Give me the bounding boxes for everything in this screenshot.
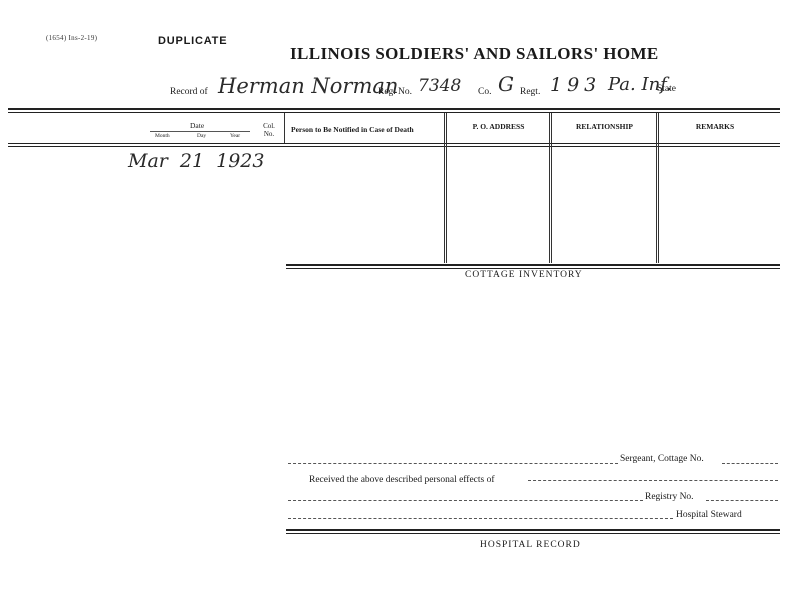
sergeant-label: Sergeant, Cottage No. — [620, 454, 704, 464]
co-value: G — [498, 72, 514, 96]
registry-value-line — [706, 500, 778, 501]
date-divider — [150, 131, 250, 132]
top-rule — [8, 108, 780, 110]
hospital-rule-thin — [286, 533, 780, 534]
registry-label: Registry No. — [645, 492, 694, 502]
header-rule-thin — [8, 146, 780, 147]
col-line-4b — [658, 113, 659, 263]
inventory-rule — [286, 264, 780, 266]
relationship-header: RELATIONSHIP — [576, 122, 633, 131]
col-line-4 — [656, 113, 657, 263]
hospital-rule — [286, 529, 780, 531]
year-header: Year — [230, 133, 241, 139]
regt-label: Regt. — [520, 87, 541, 97]
person-header: Person to Be Notified in Case of Death — [291, 125, 414, 134]
sergeant-line — [288, 463, 618, 464]
regt-value: 193 — [550, 74, 602, 96]
header-rule — [8, 143, 780, 144]
state-value: Pa. Inf. — [608, 74, 672, 95]
form-number: (1654) Ins-2-19) — [46, 34, 98, 42]
col-line-2 — [444, 113, 445, 263]
record-of-label: Record of — [170, 87, 208, 97]
date-header: Date — [190, 121, 205, 130]
remarks-header: REMARKS — [695, 122, 735, 131]
reg-no-value: 7348 — [418, 76, 462, 96]
col-line-1 — [284, 113, 285, 143]
col-line-3b — [551, 113, 552, 263]
co-label: Co. — [478, 87, 492, 97]
state-label: State — [657, 84, 676, 94]
inventory-rule-thin — [286, 268, 780, 269]
registry-line — [288, 500, 643, 501]
received-line — [528, 480, 778, 481]
cottage-no-line — [722, 463, 778, 464]
hospital-record-title: HOSPITAL RECORD — [480, 540, 581, 550]
top-rule-thin — [8, 112, 780, 113]
col-line-3 — [549, 113, 550, 263]
day-header: Day — [197, 133, 207, 139]
record-of-value: Herman Norman — [218, 74, 399, 98]
col-no-header: Col. No. — [263, 122, 275, 138]
received-label: Received the above described personal ef… — [309, 475, 495, 485]
duplicate-label: DUPLICATE — [158, 35, 228, 47]
steward-line — [288, 518, 673, 519]
po-address-header: P. O. ADDRESS — [472, 122, 525, 131]
reg-no-label: Reg. No. — [378, 87, 413, 97]
steward-label: Hospital Steward — [676, 510, 742, 520]
entry-date: Mar 21 1923 — [128, 150, 265, 172]
cottage-inventory-title: COTTAGE INVENTORY — [465, 270, 583, 280]
col-line-2b — [446, 113, 447, 263]
month-header: Month — [155, 133, 170, 139]
document-title: ILLINOIS SOLDIERS' AND SAILORS' HOME — [290, 44, 659, 63]
